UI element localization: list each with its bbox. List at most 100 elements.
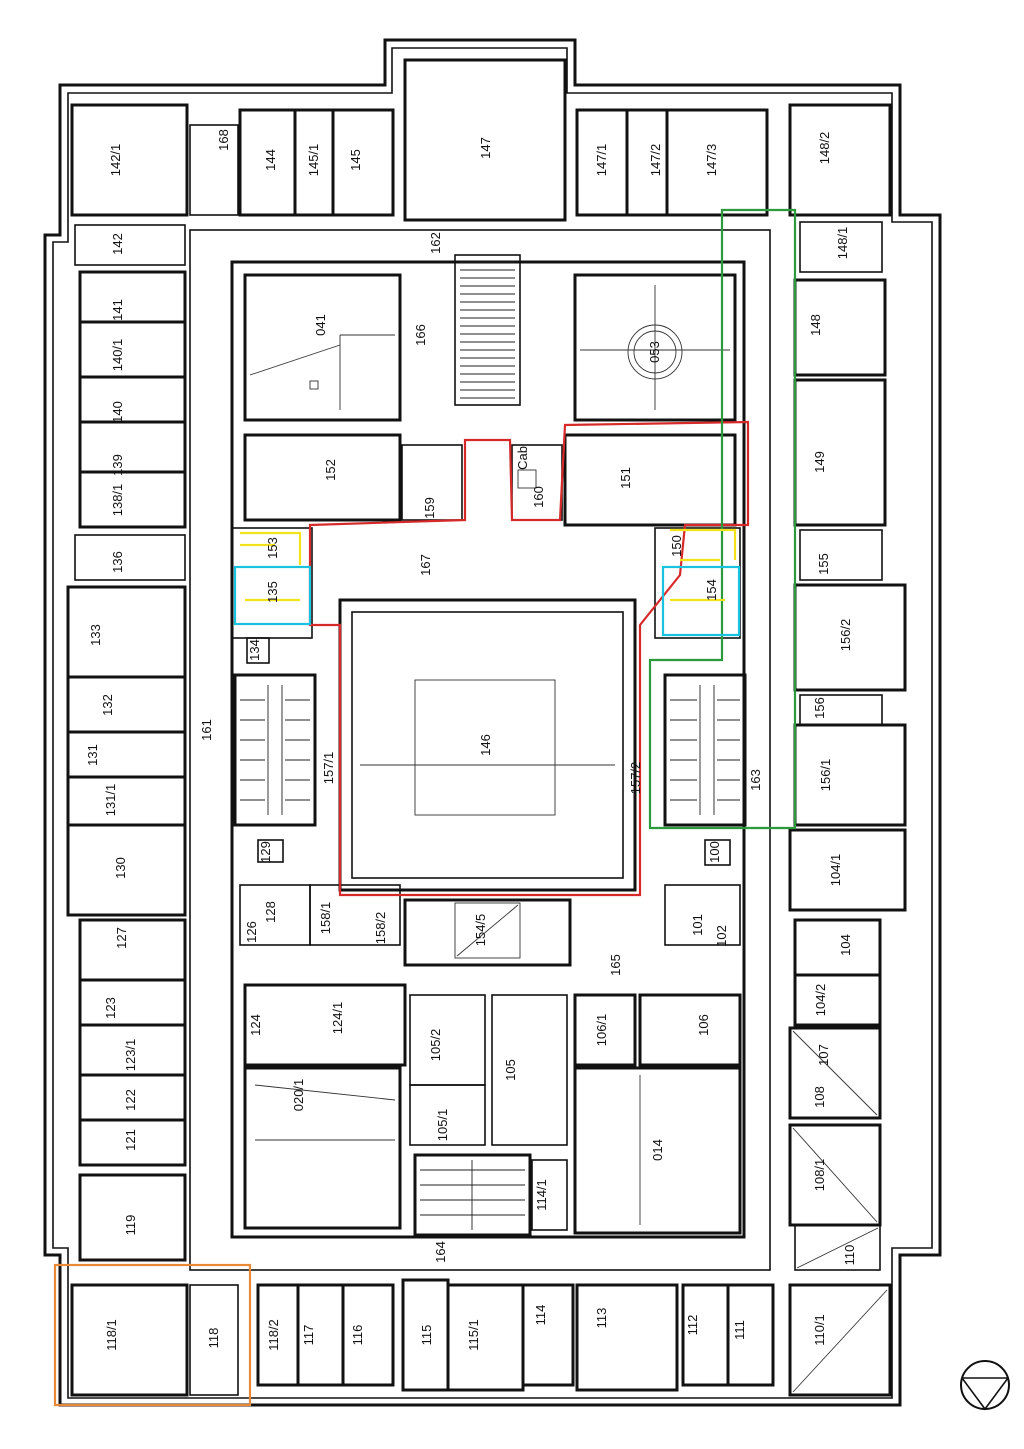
room-label: 156/1 xyxy=(818,759,833,792)
room-label: 154/5 xyxy=(473,914,488,947)
room-label: 145/1 xyxy=(306,144,321,177)
grand-stair xyxy=(460,261,515,399)
room-label: 124 xyxy=(248,1014,263,1036)
room-label: 139 xyxy=(110,454,125,476)
north-wing xyxy=(70,58,892,222)
room-label: 118 xyxy=(206,1328,221,1349)
room-label: 168 xyxy=(216,129,231,151)
room-label: 156 xyxy=(812,697,827,719)
room-label: 122 xyxy=(123,1089,138,1111)
room-label: 165 xyxy=(608,954,623,976)
room-label: 123 xyxy=(103,997,118,1019)
room-label: 113 xyxy=(594,1308,609,1329)
room-label: 131 xyxy=(85,744,100,766)
room-label: 146 xyxy=(478,734,493,756)
room-label: 124/1 xyxy=(330,1002,345,1035)
west-wing xyxy=(66,224,187,1262)
south-wing xyxy=(70,1278,892,1397)
central-block xyxy=(231,254,747,1237)
room-label: 041 xyxy=(313,314,328,336)
room-label: 148 xyxy=(808,314,823,336)
room-label: 105/1 xyxy=(435,1109,450,1142)
room-label: 053 xyxy=(647,341,662,363)
room-label: 111 xyxy=(732,1320,747,1340)
room-label: 147/1 xyxy=(594,144,609,177)
room-label: 158/2 xyxy=(373,912,388,945)
room-label: 128 xyxy=(263,901,278,923)
room-label: 106 xyxy=(696,1014,711,1036)
room-label: 147/2 xyxy=(648,144,663,177)
room-labels: 142/1 168 144 145/1 145 147 147/1 147/2 … xyxy=(85,129,857,1351)
room-label: 141 xyxy=(110,299,125,321)
room-label: 148/2 xyxy=(817,132,832,165)
room-label: 152 xyxy=(323,459,338,481)
room-label: 160 xyxy=(531,486,546,508)
room-label: 106/1 xyxy=(594,1014,609,1047)
room-label: 114 xyxy=(533,1305,548,1326)
yellow-detail-west xyxy=(240,531,302,602)
room-label: 100 xyxy=(707,841,722,863)
west-stair xyxy=(240,685,310,815)
room-label: 159 xyxy=(422,497,437,519)
room-label: 153 xyxy=(265,537,280,559)
room-label: 157/1 xyxy=(321,752,336,785)
room-label: 126 xyxy=(244,921,259,943)
room-label: 149 xyxy=(812,451,827,473)
room-label: 020/1 xyxy=(291,1079,306,1112)
room-label: 145 xyxy=(348,149,363,171)
room-label: 130 xyxy=(113,857,128,879)
room-label: 140/1 xyxy=(110,339,125,372)
green-outline xyxy=(648,208,797,830)
room-label: 138/1 xyxy=(110,484,125,517)
room-label: 158/1 xyxy=(318,902,333,935)
room-label: 104/1 xyxy=(828,854,843,887)
outer-walls xyxy=(43,38,942,1407)
room-label: 102 xyxy=(714,925,729,947)
room-label: 162 xyxy=(428,232,443,254)
room-label: 166 xyxy=(413,324,428,346)
room-label: 118/2 xyxy=(266,1319,281,1351)
room-label: 148/1 xyxy=(835,227,850,260)
room-label: Cab xyxy=(515,446,530,470)
room-label: 108/1 xyxy=(812,1159,827,1192)
room-label: 131/1 xyxy=(103,784,118,817)
room-label: 140 xyxy=(110,401,125,423)
room-label: 144 xyxy=(263,149,278,171)
room-label: 154 xyxy=(704,579,719,601)
room-label: 117 xyxy=(301,1325,316,1346)
room-label: 118/1 xyxy=(104,1319,119,1351)
room-label: 136 xyxy=(110,551,125,573)
room-label: 123/1 xyxy=(123,1039,138,1072)
room-label: 161 xyxy=(199,719,214,741)
room-label: 104/2 xyxy=(813,984,828,1017)
room-label: 163 xyxy=(748,769,763,791)
room-label: 167 xyxy=(418,554,433,576)
south-stair xyxy=(420,1160,525,1230)
room-label: 119 xyxy=(123,1215,138,1236)
room-label: 134 xyxy=(247,639,262,661)
red-outline xyxy=(308,420,750,897)
east-stair xyxy=(670,685,740,815)
north-arrow-icon xyxy=(960,1360,1010,1411)
room-label: 112 xyxy=(685,1315,700,1336)
room-label: 114/1 xyxy=(534,1179,549,1211)
highlight-outlines xyxy=(53,208,797,1407)
room-label: 105/2 xyxy=(428,1029,443,1062)
room-label: 142/1 xyxy=(108,144,123,177)
room-label: 107 xyxy=(816,1044,831,1066)
yellow-detail-east xyxy=(670,528,737,602)
room-label: 127 xyxy=(114,927,129,949)
room-label: 121 xyxy=(123,1129,138,1151)
room-label: 147 xyxy=(478,137,493,159)
room-label: 155 xyxy=(816,553,831,575)
room-label: 150 xyxy=(669,535,684,557)
orange-outline xyxy=(53,1263,252,1407)
room-label: 157/2 xyxy=(628,762,643,795)
room-label: 151 xyxy=(618,467,633,489)
room-label: 164 xyxy=(433,1241,448,1263)
room-label: 132 xyxy=(100,694,115,716)
cyan-outline-west xyxy=(233,565,312,626)
room-label: 156/2 xyxy=(838,619,853,652)
room-label: 110/1 xyxy=(812,1314,827,1346)
